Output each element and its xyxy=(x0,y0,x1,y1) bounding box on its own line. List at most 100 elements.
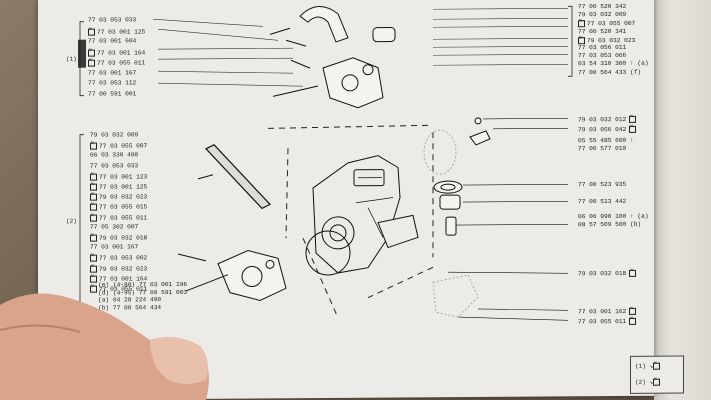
part-reference: (b) 77 00 564 434 xyxy=(98,303,162,312)
part-number: 79 03 032 009 xyxy=(578,11,627,19)
part-number: 79 03 032 012 xyxy=(578,116,627,124)
part-reference: 77 03 001 125 xyxy=(88,28,145,36)
part-reference: 79 03 032 018 xyxy=(578,269,638,278)
part-number: 77 03 055 011 xyxy=(99,213,148,222)
part-reference: 77 05 302 007 xyxy=(90,223,139,231)
marked-box-icon xyxy=(90,285,97,293)
part-number: 06 06 990 100 ↑ (a) xyxy=(578,212,649,221)
part-reference: (d) (4-95) 77 00 591 003 xyxy=(98,288,188,297)
part-reference: 77 03 055 011 xyxy=(90,214,147,222)
part-reference: 03 54 310 300 ↑ (a) xyxy=(578,60,649,68)
part-reference: 77 03 055 015 xyxy=(90,204,147,212)
part-reference: 06 06 990 100 ↑ (a) xyxy=(578,212,649,221)
part-reference: 79 03 056 042 xyxy=(578,125,638,134)
part-reference: 77 03 053 033 xyxy=(88,16,137,24)
part-reference: 77 03 053 066 xyxy=(578,52,626,60)
part-number: 79 03 032 018 xyxy=(578,270,627,278)
part-number: 06 03 330 400 xyxy=(90,151,139,160)
part-number: (e) (4-80) 77 03 001 196 xyxy=(98,280,188,289)
part-number: 79 03 032 009 xyxy=(90,131,139,139)
part-reference: 05 55 485 600 ↑ xyxy=(578,136,634,145)
marked-box-icon xyxy=(88,49,95,57)
part-reference: 79 03 032 009 xyxy=(578,11,627,19)
part-number: 77 00 520 341 xyxy=(578,27,627,35)
part-reference: 77 00 564 433 (f) xyxy=(578,68,642,76)
part-number: 77 03 055 011 xyxy=(97,59,146,67)
part-number: 77 00 520 342 xyxy=(578,2,627,11)
marked-box-icon xyxy=(629,307,637,315)
part-number: 77 03 055 007 xyxy=(99,142,148,150)
part-number: 77 03 001 164 xyxy=(97,48,146,57)
part-number: 79 03 032 023 xyxy=(99,264,148,273)
part-number: 77 00 523 935 xyxy=(578,180,627,189)
part-number: 77 03 001 604 xyxy=(88,37,137,45)
part-reference: 77 03 056 011 xyxy=(578,44,626,52)
part-number: 77 03 053 002 xyxy=(99,254,148,263)
part-number: 77 03 053 112 xyxy=(88,79,137,87)
marked-box-icon xyxy=(629,317,637,325)
part-reference: 79 03 032 009 xyxy=(90,131,139,139)
part-number: 77 00 513 442 xyxy=(578,197,627,206)
legend-label: (2) xyxy=(635,378,646,386)
part-reference: 77 00 513 442 xyxy=(578,197,627,206)
part-number: 79 03 032 018 xyxy=(99,234,148,242)
legend-box: (1) ↘ (2) ↘ xyxy=(630,355,684,394)
part-number: 79 03 056 042 xyxy=(578,126,627,134)
marked-box-icon xyxy=(88,59,95,67)
part-reference: 77 03 055 011 xyxy=(88,59,145,67)
legend-item-1: (1) ↘ xyxy=(635,362,661,370)
part-number: 77 05 302 007 xyxy=(90,223,139,231)
part-number: 77 03 055 015 xyxy=(99,203,148,212)
marked-box-icon xyxy=(629,269,637,277)
marked-box-icon xyxy=(90,214,97,222)
part-number: 77 03 001 167 xyxy=(90,243,139,251)
part-number: 79 03 032 023 xyxy=(99,193,148,201)
part-reference: 77 00 523 935 xyxy=(578,180,627,189)
part-number: 77 03 001 125 xyxy=(97,27,146,36)
part-number: (b) 77 00 564 434 xyxy=(98,303,162,312)
marked-box-icon xyxy=(88,28,95,36)
part-reference: 77 03 053 002 xyxy=(90,255,147,263)
part-number: 77 03 001 123 xyxy=(99,173,148,181)
part-number: 77 00 564 433 (f) xyxy=(578,68,642,76)
part-reference: 77 03 001 125 xyxy=(90,183,147,191)
part-reference: 79 03 032 018 xyxy=(90,234,147,242)
marked-box-icon xyxy=(90,265,97,273)
part-reference: 77 03 001 164 xyxy=(88,49,145,57)
part-reference: 77 00 520 342 xyxy=(578,2,627,11)
marked-box-icon xyxy=(90,173,97,181)
part-reference: 77 03 055 011 xyxy=(578,317,638,326)
legend-label: (1) xyxy=(635,362,646,370)
part-number: 77 03 055 011 xyxy=(578,318,627,326)
marked-box-icon xyxy=(90,193,97,201)
group-note-2: (2) xyxy=(66,217,77,225)
part-number: (a) 04 28 224 400 xyxy=(98,296,162,304)
part-number: (d) (4-95) 77 00 591 003 xyxy=(98,288,188,297)
marked-box-icon xyxy=(578,20,585,28)
part-reference: 77 03 053 033 xyxy=(90,161,139,170)
part-number: 77 03 053 033 xyxy=(88,16,137,24)
part-number: 77 03 053 033 xyxy=(90,161,139,170)
part-number: 77 03 001 162 xyxy=(578,308,627,316)
marked-box-icon xyxy=(90,275,97,283)
part-reference: 77 00 520 341 xyxy=(578,27,627,35)
part-reference: 08 57 509 500 (b) xyxy=(578,220,642,229)
marked-box-icon xyxy=(90,203,97,212)
marked-box-icon xyxy=(90,183,97,191)
part-reference: 06 03 330 400 xyxy=(90,151,139,160)
facing-page-edge xyxy=(654,0,711,400)
marked-box-icon xyxy=(90,234,97,242)
part-number: 05 55 485 600 ↑ xyxy=(578,136,634,145)
part-reference: 77 03 053 112 xyxy=(88,79,137,87)
part-number: 77 03 001 167 xyxy=(88,68,137,77)
part-number: 08 57 509 500 (b) xyxy=(578,220,642,229)
marked-box-icon xyxy=(90,254,97,263)
part-reference: 77 03 001 604 xyxy=(88,37,137,45)
marked-box-icon xyxy=(578,36,585,45)
group-note-1: (1) xyxy=(66,55,77,63)
marked-box-icon xyxy=(90,142,97,150)
exploded-parts-drawing xyxy=(79,5,573,321)
part-number: 77 03 001 125 xyxy=(99,183,148,191)
legend-item-2: (2) ↘ xyxy=(635,378,661,386)
